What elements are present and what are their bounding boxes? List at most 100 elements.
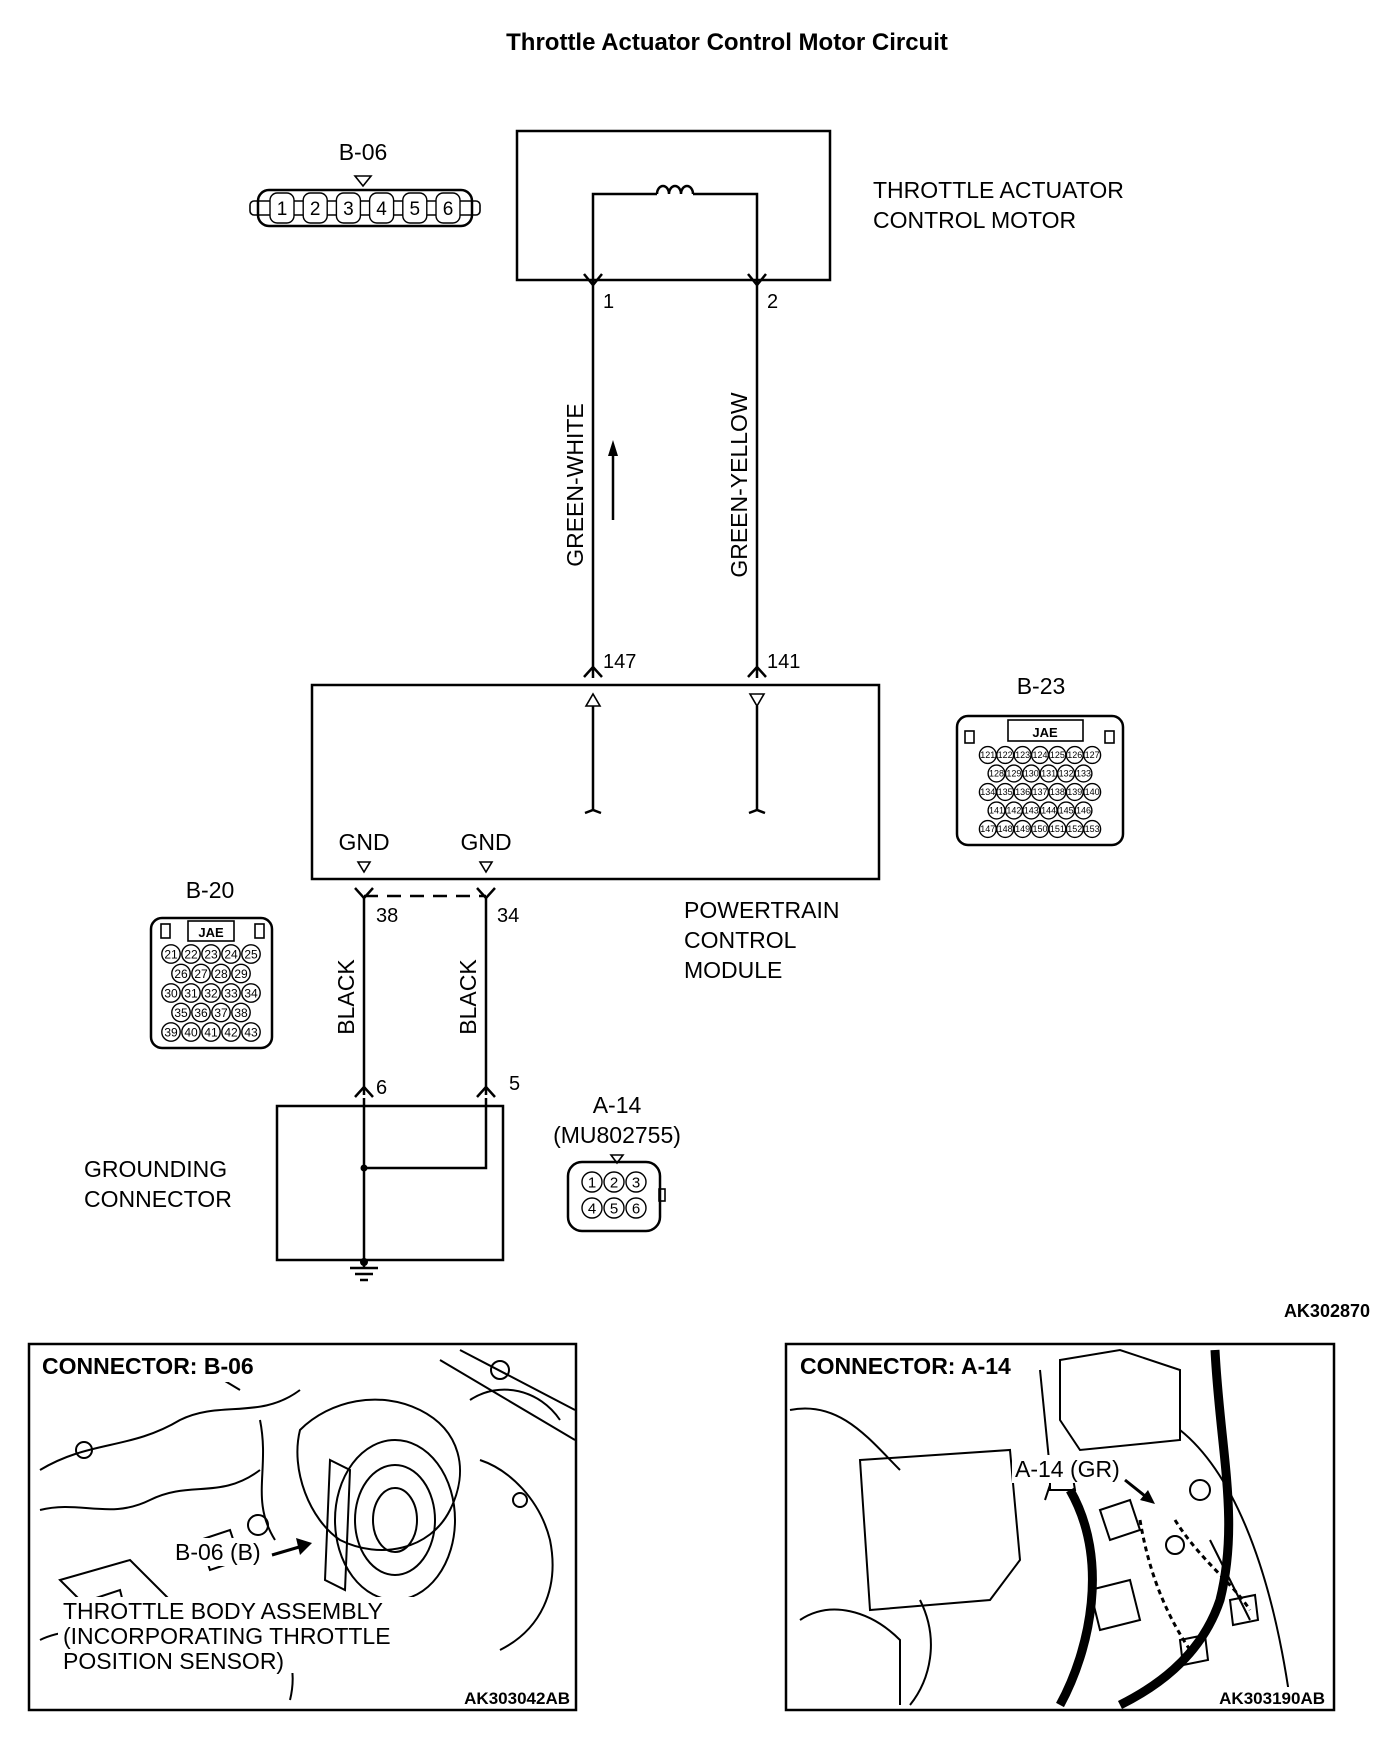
connector-pin-label: 143 <box>1024 806 1039 816</box>
connector-b06-face <box>249 188 481 228</box>
motor-label-2: CONTROL MOTOR <box>873 207 1076 233</box>
connector-pin-label: 152 <box>1067 824 1082 834</box>
connector-pin-label: 4 <box>376 199 387 220</box>
connector-pin-label: 129 <box>1006 769 1021 779</box>
connector-b20-face <box>149 916 274 1050</box>
connector-pin-label: 2 <box>310 199 321 220</box>
connector-b23-face <box>955 714 1125 847</box>
connector-pin-label: 39 <box>164 1025 178 1039</box>
connector-pin-label: 42 <box>224 1025 238 1039</box>
pin-5-terminal <box>476 1085 496 1098</box>
connector-pin-label: 147 <box>980 824 995 834</box>
pcm-label-1: POWERTRAIN <box>684 897 839 923</box>
connector-pin: 138 <box>1048 782 1067 802</box>
b23-lock-right <box>1104 730 1115 744</box>
pcm-input-147-symbol <box>584 692 602 815</box>
connector-pin: 132 <box>1056 764 1076 783</box>
connector-pin-label: 25 <box>244 947 258 961</box>
connector-pin-label: 28 <box>214 967 228 981</box>
motor-box <box>515 129 832 282</box>
b06-view-callout: B-06 (B) <box>175 1539 261 1565</box>
pin-141-terminal <box>747 665 767 678</box>
connector-pin-label: 140 <box>1085 787 1100 797</box>
motor-label-1: THROTTLE ACTUATOR <box>873 177 1124 203</box>
connector-pin: 143 <box>1022 801 1041 820</box>
connector-pin: 144 <box>1039 801 1058 820</box>
connector-pin: 43 <box>241 1022 261 1042</box>
connector-pin-label: 126 <box>1067 750 1082 760</box>
connector-pin: 26 <box>171 963 191 984</box>
connector-pin-label: 136 <box>1015 787 1030 797</box>
connector-pin: 33 <box>221 983 241 1003</box>
b06-view-desc-2: (INCORPORATING THROTTLE <box>63 1623 391 1649</box>
connector-pin-label: 127 <box>1085 750 1100 760</box>
connector-pin-label: 150 <box>1032 824 1047 834</box>
connector-pin: 123 <box>1013 745 1032 765</box>
connector-pin-label: 148 <box>998 824 1013 834</box>
connector-pin-label: 122 <box>998 750 1013 760</box>
connector-pin-label: 6 <box>443 199 454 220</box>
pcm-pin-38: 38 <box>376 905 398 927</box>
connector-pin: 2 <box>603 1171 625 1193</box>
connector-b06-name: B-06 <box>339 139 388 165</box>
a14-callout-arrowhead-a <box>1140 1490 1155 1504</box>
connector-pin-label: 31 <box>184 986 198 1000</box>
connector-pin-label: 34 <box>244 986 258 1000</box>
connector-pin-label: 134 <box>980 787 995 797</box>
b06-view-desc-3: POSITION SENSOR) <box>63 1648 284 1674</box>
connector-pin: 5 <box>402 192 428 224</box>
connector-pin: 136 <box>1013 782 1032 802</box>
connector-pin: 122 <box>996 745 1015 765</box>
a14-latch <box>658 1188 666 1202</box>
connector-pin: 2 <box>302 192 328 224</box>
connector-pin: 121 <box>978 745 997 765</box>
connector-pin-label: 6 <box>632 1200 640 1217</box>
connector-pin: 146 <box>1074 801 1093 820</box>
connector-pin: 135 <box>996 782 1015 802</box>
pin-1-terminal <box>583 273 603 287</box>
connector-pin-label: 30 <box>164 986 178 1000</box>
connector-pin-label: 3 <box>632 1174 640 1191</box>
b06-view-desc-1: THROTTLE BODY ASSEMBLY <box>63 1598 383 1624</box>
connector-pin-label: 139 <box>1067 787 1082 797</box>
connector-pin-label: 123 <box>1015 750 1030 760</box>
motor-pin-1: 1 <box>603 291 614 313</box>
motor-coil-symbol <box>591 184 759 267</box>
pcm-pin-141: 141 <box>767 651 800 673</box>
ground-pin-5: 5 <box>509 1073 520 1095</box>
connector-pin: 149 <box>1013 819 1032 839</box>
connector-pin-label: 38 <box>234 1006 248 1020</box>
pcm-pin-34: 34 <box>497 905 519 927</box>
ground-symbol <box>350 1262 378 1282</box>
connector-pin-label: 138 <box>1050 787 1065 797</box>
b06-callout-arrowhead <box>296 1538 312 1555</box>
connector-pin-label: 144 <box>1041 806 1056 816</box>
connector-pin: 1 <box>269 192 295 224</box>
connector-pin-label: 121 <box>980 750 995 760</box>
connector-pin: 32 <box>201 983 221 1003</box>
connector-pin: 6 <box>625 1197 647 1219</box>
connector-pin: 37 <box>211 1002 231 1023</box>
connector-pin: 24 <box>221 944 241 964</box>
connector-pin: 147 <box>978 819 997 839</box>
connector-pin: 3 <box>335 192 362 224</box>
connector-pin: 1 <box>581 1171 603 1193</box>
connector-a14-face <box>566 1160 662 1233</box>
connector-pin-label: 36 <box>194 1006 208 1020</box>
pcm-label-3: MODULE <box>684 957 782 983</box>
connector-pin-label: 2 <box>610 1174 618 1191</box>
connector-pin-label: 24 <box>224 947 238 961</box>
connector-pin: 131 <box>1039 764 1058 783</box>
connector-pin: 40 <box>181 1022 201 1042</box>
connector-pin-label: 146 <box>1076 806 1091 816</box>
connector-pin: 151 <box>1048 819 1067 839</box>
connector-pin: 134 <box>978 782 997 802</box>
connector-pin-label: 145 <box>1059 806 1074 816</box>
connector-pin-label: 125 <box>1050 750 1065 760</box>
connector-pin-label: 141 <box>989 806 1004 816</box>
connector-pin-label: 22 <box>184 947 198 961</box>
connector-pin: 148 <box>996 819 1015 839</box>
connector-pin: 42 <box>221 1022 241 1042</box>
connector-pin: 35 <box>171 1002 191 1023</box>
